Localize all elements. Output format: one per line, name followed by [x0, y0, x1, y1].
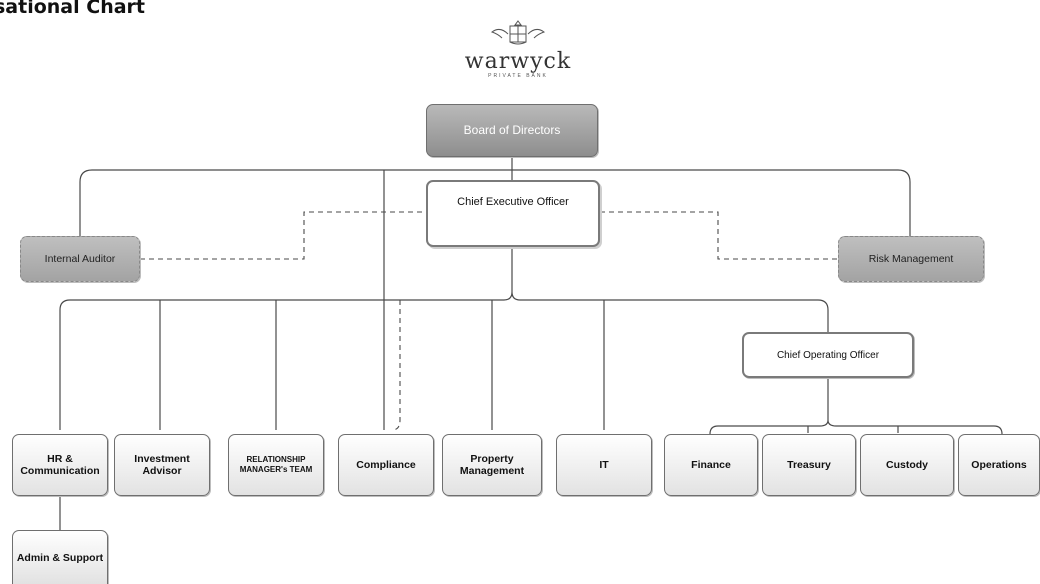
- node-investment-advisor: Investment Advisor: [114, 434, 210, 496]
- node-board-of-directors: Board of Directors: [426, 104, 598, 157]
- node-chief-operating-officer: Chief Operating Officer: [742, 332, 914, 378]
- crest-icon: [490, 20, 546, 45]
- node-operations: Operations: [958, 434, 1040, 496]
- node-risk-management: Risk Management: [838, 236, 984, 282]
- node-hr-communication: HR & Communication: [12, 434, 108, 496]
- dashed-compliance: [391, 300, 401, 431]
- line-board-bus: [79, 157, 911, 236]
- node-custody: Custody: [860, 434, 954, 496]
- node-relationship-manager-team: RELATIONSHIP MANAGER's TEAM: [228, 434, 324, 496]
- node-it: IT: [556, 434, 652, 496]
- node-property-management: Property Management: [442, 434, 542, 496]
- node-admin-support: Admin & Support: [12, 530, 108, 584]
- node-compliance: Compliance: [338, 434, 434, 496]
- node-internal-auditor: Internal Auditor: [20, 236, 140, 282]
- node-treasury: Treasury: [762, 434, 856, 496]
- line-ceo-bus: [59, 247, 829, 430]
- dashed-auditor: [140, 211, 426, 260]
- line-coo-bus: [709, 378, 1003, 435]
- node-finance: Finance: [664, 434, 758, 496]
- logo-subtitle: PRIVATE BANK: [488, 73, 548, 79]
- bank-logo: warwyck PRIVATE BANK: [452, 20, 584, 79]
- logo-wordmark: warwyck: [464, 49, 572, 74]
- dashed-risk: [600, 211, 838, 260]
- page-title: sational Chart: [0, 0, 145, 18]
- node-chief-executive-officer: Chief Executive Officer: [426, 180, 600, 247]
